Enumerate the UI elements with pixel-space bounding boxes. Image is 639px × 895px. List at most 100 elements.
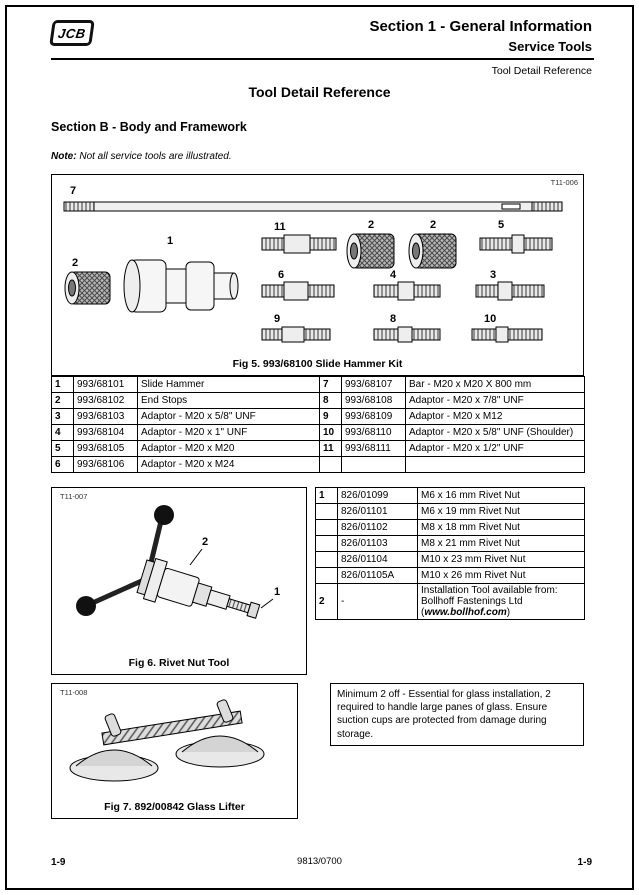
end-stop-illustration: 2 <box>64 257 111 305</box>
bar-illustration: 7 <box>63 185 563 212</box>
figure-rivet-nut-tool: T11-007 2 1 <box>51 487 307 675</box>
part-number: 826/01101 <box>337 503 418 520</box>
item-number: 4 <box>51 424 74 441</box>
adaptor-4-illustration: 4 <box>373 269 441 301</box>
fig-item-label: 1 <box>167 235 173 247</box>
figure-ref-label: T11-006 <box>550 178 578 187</box>
part-number: 826/01104 <box>337 551 418 568</box>
header-breadcrumb: Tool Detail Reference <box>491 65 592 77</box>
part-number: 993/68111 <box>341 440 406 457</box>
table-row: 1 993/68101 Slide Hammer 7 993/68107 Bar… <box>51 376 585 393</box>
fig-item-label: 2 <box>202 536 208 548</box>
table-row: 826/01103 M8 x 21 mm Rivet Nut <box>315 535 585 552</box>
end-stop-illustration: 2 <box>408 219 457 269</box>
part-description: Adaptor - M20 x M20 <box>137 440 320 457</box>
part-number: 826/01105A <box>337 567 418 584</box>
adaptor-5-illustration: 5 <box>479 219 553 254</box>
fig7-caption: Fig 7. 892/00842 Glass Lifter <box>104 801 245 813</box>
table-row: 4 993/68104 Adaptor - M20 x 1" UNF 10 99… <box>51 424 585 441</box>
part-description: Adaptor - M20 x 5/8" UNF (Shoulder) <box>405 424 585 441</box>
item-number: 10 <box>319 424 342 441</box>
fig-item-label: 1 <box>274 586 280 598</box>
part-number: 993/68101 <box>73 376 138 393</box>
figure-slide-hammer-kit: T11-006 7 2 <box>51 174 584 376</box>
ball-handle <box>154 505 174 525</box>
table-row: 1 826/01099 M6 x 16 mm Rivet Nut <box>315 487 585 504</box>
item-number: 3 <box>51 408 74 425</box>
part-description: Adaptor - M20 x 1" UNF <box>137 424 320 441</box>
tool-body <box>136 557 261 619</box>
figure-ref-label: T11-008 <box>60 688 88 697</box>
part-number: 993/68108 <box>341 392 406 409</box>
rivet-nut-tool-illustration: 2 1 <box>76 505 280 619</box>
adaptor-8-illustration: 8 <box>373 313 441 343</box>
item-number <box>319 456 342 473</box>
fig-item-label: 7 <box>70 185 76 197</box>
section-heading: Section B - Body and Framework <box>51 120 247 134</box>
item-number <box>315 567 338 584</box>
glass-lifter-illustration <box>69 699 265 782</box>
fig-item-label: 2 <box>430 219 436 231</box>
publication-number: 9813/0700 <box>297 856 342 867</box>
item-number: 8 <box>319 392 342 409</box>
item-number <box>315 551 338 568</box>
figure-glass-lifter: T11-008 Fig 7. 892/00842 Glass Lifter <box>51 683 298 819</box>
jcb-logo: JCB <box>49 20 95 46</box>
adaptor-10-illustration: 10 <box>471 313 543 343</box>
item-number <box>315 535 338 552</box>
header-subsection: Service Tools <box>508 39 592 54</box>
table-row: 2 993/68102 End Stops 8 993/68108 Adapto… <box>51 392 585 409</box>
fig-item-label: 11 <box>274 221 286 233</box>
part-description: M10 x 23 mm Rivet Nut <box>417 551 585 568</box>
glass-lifter-note: Minimum 2 off - Essential for glass inst… <box>330 683 584 746</box>
part-description: M8 x 18 mm Rivet Nut <box>417 519 585 536</box>
part-number: 826/01099 <box>337 487 418 504</box>
item-number: 2 <box>315 583 338 620</box>
note-line: Note: Not all service tools are illustra… <box>51 151 232 162</box>
end-stop-illustration: 2 <box>346 219 395 269</box>
table-row: 826/01105A M10 x 26 mm Rivet Nut <box>315 567 585 584</box>
item-number: 1 <box>51 376 74 393</box>
part-number: 993/68104 <box>73 424 138 441</box>
part-description: M6 x 19 mm Rivet Nut <box>417 503 585 520</box>
fig-item-label: 9 <box>274 313 280 325</box>
item-number: 2 <box>51 392 74 409</box>
table-row: 826/01101 M6 x 19 mm Rivet Nut <box>315 503 585 520</box>
part-number: 993/68110 <box>341 424 406 441</box>
part-description: M6 x 16 mm Rivet Nut <box>417 487 585 504</box>
page-title: Tool Detail Reference <box>248 84 391 100</box>
header-divider <box>51 58 594 60</box>
slide-hammer-table: 1 993/68101 Slide Hammer 7 993/68107 Bar… <box>51 376 585 473</box>
part-number: 826/01103 <box>337 535 418 552</box>
part-number: 993/68107 <box>341 376 406 393</box>
table-row: 3 993/68103 Adaptor - M20 x 5/8" UNF 9 9… <box>51 408 585 425</box>
part-description: Installation Tool available from: Bollho… <box>417 583 585 620</box>
page-number-right: 1-9 <box>577 857 592 868</box>
item-number: 7 <box>319 376 342 393</box>
note-text: Not all service tools are illustrated. <box>79 151 232 162</box>
table-row: 826/01104 M10 x 23 mm Rivet Nut <box>315 551 585 568</box>
part-number: 993/68102 <box>73 392 138 409</box>
adaptor-6-illustration: 6 <box>261 269 335 301</box>
part-description <box>405 456 585 473</box>
adaptor-11-illustration: 11 <box>261 221 337 254</box>
item-number: 11 <box>319 440 342 457</box>
part-number: 826/01102 <box>337 519 418 536</box>
adaptor-3-illustration: 3 <box>475 269 545 301</box>
part-number: 993/68106 <box>73 456 138 473</box>
fig-item-label: 2 <box>368 219 374 231</box>
fig6-caption: Fig 6. Rivet Nut Tool <box>128 657 230 669</box>
item-number: 6 <box>51 456 74 473</box>
fig-item-label: 8 <box>390 313 396 325</box>
manual-page: JCB Section 1 - General Information Serv… <box>5 5 634 890</box>
supplier-text: Installation Tool available from: Bollho… <box>421 585 558 618</box>
part-number: 993/68103 <box>73 408 138 425</box>
fig-item-label: 6 <box>278 269 284 281</box>
fig-item-label: 10 <box>484 313 496 325</box>
header-section-title: Section 1 - General Information <box>369 18 592 35</box>
part-description: Adaptor - M20 x M12 <box>405 408 585 425</box>
part-number: - <box>337 583 418 620</box>
table-row: 6 993/68106 Adaptor - M20 x M24 <box>51 456 585 473</box>
ball-handle <box>76 596 96 616</box>
part-description: Slide Hammer <box>137 376 320 393</box>
